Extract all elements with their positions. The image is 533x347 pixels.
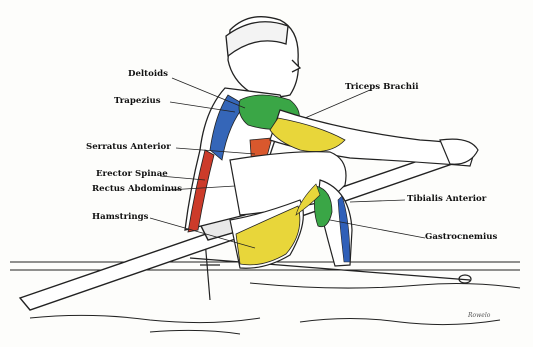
label-erector-spinae: Erector Spinae bbox=[96, 170, 168, 179]
label-tibialis-anterior: Tibialis Anterior bbox=[407, 195, 486, 204]
label-hamstrings: Hamstrings bbox=[92, 213, 148, 222]
water-lines bbox=[10, 262, 520, 334]
label-triceps-brachii: Triceps Brachii bbox=[345, 83, 418, 92]
label-gastrocnemius: Gastrocnemius bbox=[425, 233, 497, 242]
label-deltoids: Deltoids bbox=[128, 70, 168, 79]
label-trapezius: Trapezius bbox=[114, 97, 161, 106]
head bbox=[226, 17, 300, 97]
artist-signature: Rowelo bbox=[468, 312, 490, 319]
label-rectus-abdominus: Rectus Abdominus bbox=[92, 185, 182, 194]
label-serratus-anterior: Serratus Anterior bbox=[86, 143, 171, 152]
